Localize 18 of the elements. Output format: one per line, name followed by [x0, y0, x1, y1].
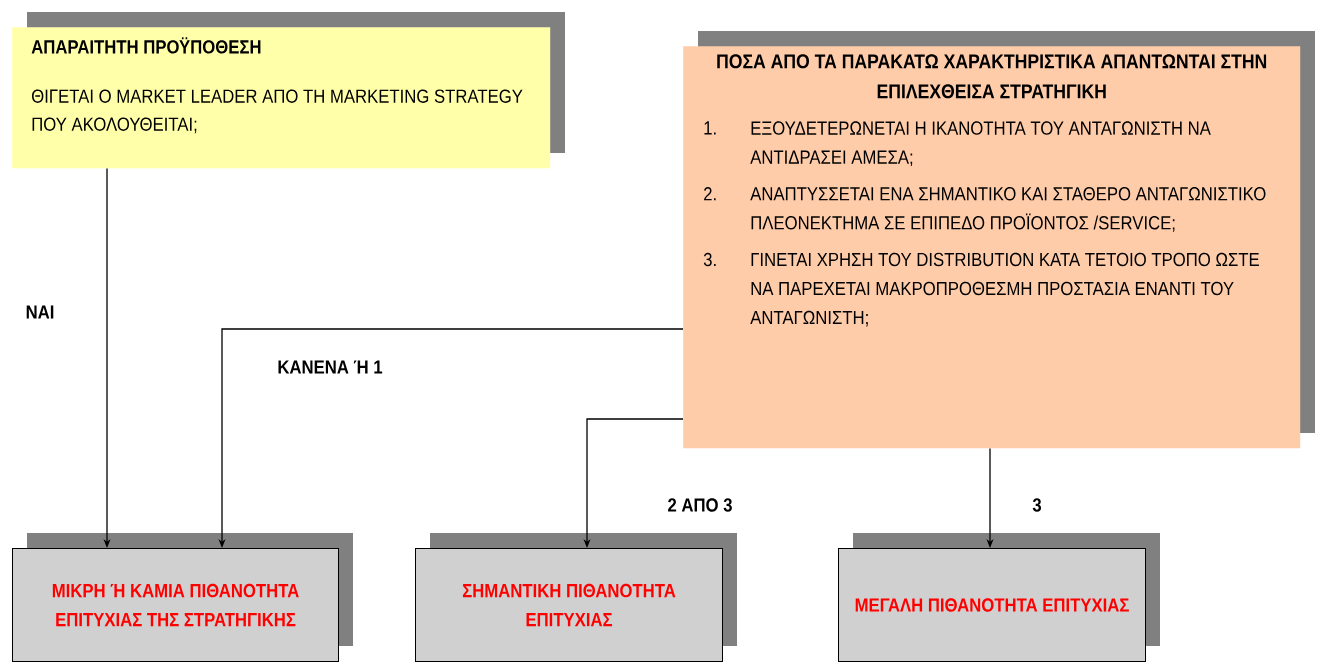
- list-number: 1.: [704, 121, 716, 135]
- box-heading: ΠΟΣΑ ΑΠΟ ΤΑ ΠΑΡΑΚΑΤΩ ΧΑΡΑΚΤΗΡΙΣΤΙΚΑ ΑΠΑΝΤΩΝΤΑΙ ΣΤΗΝ ΕΠΙΛΕΧΘΕΙΣΑ ΣΤΡΑΤΗΓΙΚΗ: [717, 54, 1267, 99]
- list-number: 2.: [704, 187, 716, 201]
- outcome-box: ΜΙΚΡΗ Ή ΚΑΜΙΑ ΠΙΘΑΝΟΤΗΤΑ ΕΠΙΤΥΧΙΑΣ ΤΗΣ ΣΤΡΑΤΗΓΙΚΗΣ: [12, 533, 353, 662]
- edge-label: 2 ΑΠΟ 3: [668, 498, 732, 512]
- condition-box: [12, 12, 565, 169]
- edge-label: ΚΑΝΕΝΑ Ή 1: [278, 360, 383, 374]
- outcome-box: ΜΕΓΑΛΗ ΠΙΘΑΝΟΤΗΤΑ ΕΠΙΤΥΧΙΑΣ: [838, 533, 1160, 662]
- question-box: [683, 31, 1315, 449]
- box-text: ΘΙΓΕΤΑΙ Ο MARKET LEADER ΑΠΟ ΤΗ MARKETING STRATEGY ΠΟΥ ΑΚΟΛΟΥΘΕΙΤΑΙ;: [32, 89, 523, 134]
- list-item: ΑΝΑΠΤΥΣΣΕΤΑΙ ΕΝΑ ΣΗΜΑΝΤΙΚΟ ΚΑΙ ΣΤΑΘΕΡΟ ΑΝΤΑΓΩΝΙΣΤΙΚΟ ΠΛΕΟΝΕΚΤΗΜΑ ΣΕ ΕΠΙΠΕΔΟ ΠΡΟΪΟΝΤΟΣ /SERVICE;: [750, 187, 1266, 232]
- list-number: 3.: [703, 252, 716, 267]
- list-item: ΓΙΝΕΤΑΙ ΧΡΗΣΗ ΤΟΥ DISTRIBUTION ΚΑΤΑ ΤΕΤΟΙΟ ΤΡΟΠΟ ΩΣΤΕ ΝΑ ΠΑΡΕΧΕΤΑΙ ΜΑΚΡΟΠΡΟΘΕΣΜΗ ΠΡΟΣΤΑΣΙΑ ΕΝΑΝΤΙ ΤΟΥ ΑΝΤΑΓΩΝΙΣΤΗ;: [750, 252, 1259, 327]
- edge-label: 3: [1032, 498, 1042, 512]
- outcome-box: ΣΗΜΑΝΤΙΚΗ ΠΙΘΑΝΟΤΗΤΑ ΕΠΙΤΥΧΙΑΣ: [415, 533, 737, 662]
- edge-label: ΝΑΙ: [26, 305, 54, 319]
- box-heading: ΑΠΑΡΑΙΤΗΤΗ ΠΡΟΫΠΟΘΕΣΗ: [31, 37, 261, 54]
- list-item: ΕΞΟΥΔΕΤΕΡΩΝΕΤΑΙ Η ΙΚΑΝΟΤΗΤΑ ΤΟΥ ΑΝΤΑΓΩΝΙΣΤΗ ΝΑ ΑΝΤΙΔΡΑΣΕΙ ΑΜΕΣΑ;: [750, 121, 1211, 167]
